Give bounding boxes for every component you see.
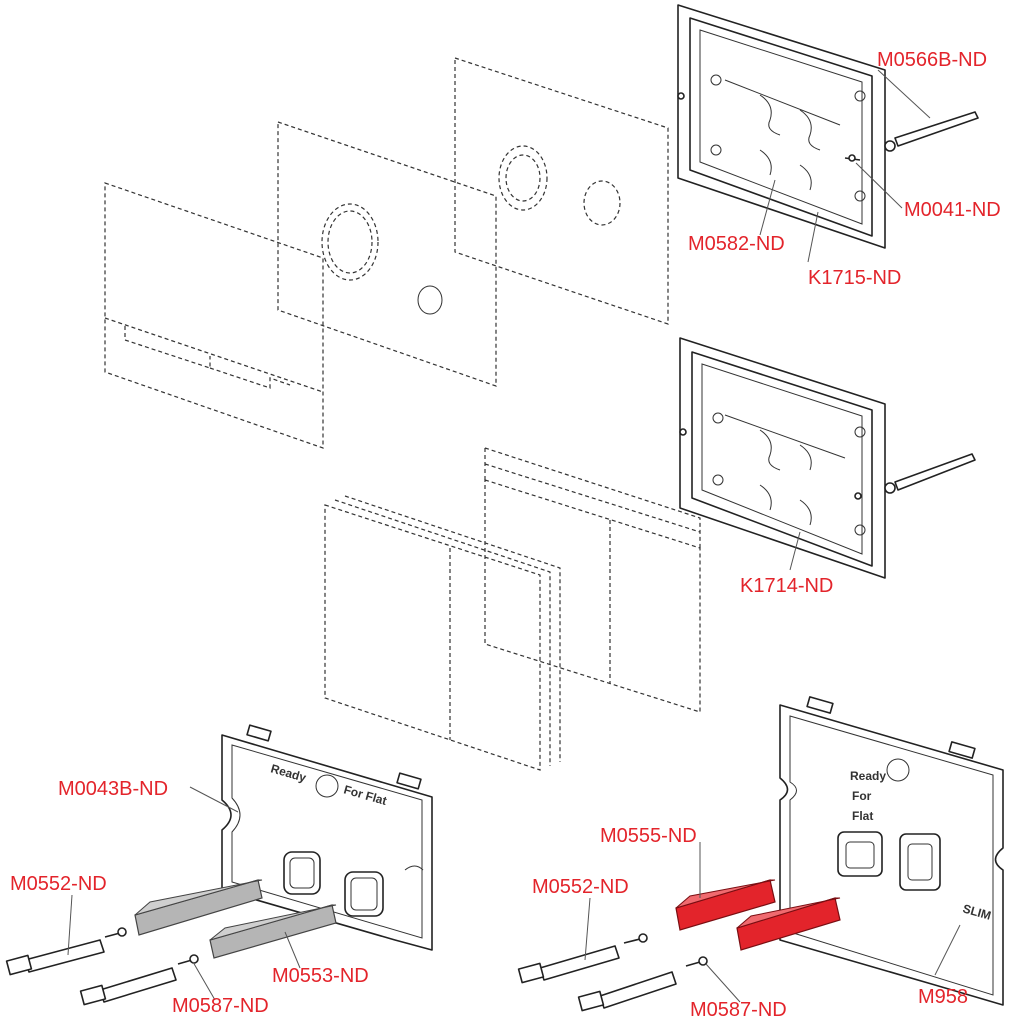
dashed-plate-middle-top [277,121,497,387]
bolt-right-lower [577,971,677,1012]
rod-middle [884,453,976,494]
label-m0587-right: M0587-ND [690,999,787,1021]
screw-m0587-left [177,954,199,965]
bolt-m0552-left [5,939,105,976]
label-m0587-left: M0587-ND [172,995,269,1017]
label-m0552-right: M0552-ND [532,876,629,898]
embossed-for-vertical: For [852,789,872,803]
comb-m0555-lower [736,897,841,951]
label-m0566b: M0566B-ND [877,49,987,71]
screw-small-right-1 [623,933,648,944]
comb-m0555-upper [675,879,776,931]
bolt-left-lower [79,967,177,1006]
screw-left-middle [679,428,687,436]
screw-small-left-1 [104,927,127,938]
label-k1714: K1714-ND [740,575,833,597]
comb-m0553 [209,904,337,959]
comb-left-upper [134,879,263,936]
rod-m0566b [884,111,979,152]
screw-right-middle [854,492,862,500]
frame-k1715 [677,4,886,249]
label-m0582: M0582-ND [688,233,785,255]
dashed-plate-front-top [104,182,324,449]
label-m0041: M0041-ND [904,199,1001,221]
label-m0552-left: M0552-ND [10,873,107,895]
screw-m0041 [844,154,861,162]
bracket-m958 [779,696,1004,1006]
dashed-plate-back-middle [484,447,701,713]
bracket-m0043b [221,724,433,951]
screw-m0587-right [685,956,708,967]
leader-lines [67,69,961,1003]
label-m958: M958 [918,986,968,1008]
label-m0553: M0553-ND [272,965,369,987]
embossed-flat-vertical: Flat [852,809,873,823]
frame-k1714 [679,337,886,579]
embossed-ready-vertical: Ready [850,769,886,783]
label-m0043b: M0043B-ND [58,778,168,800]
dashed-plate-back-top [454,57,669,325]
screw-left-top [677,92,685,100]
label-m0555: M0555-ND [600,825,697,847]
label-k1715: K1715-ND [808,267,901,289]
bolt-m0552-right [517,945,620,984]
dashed-plate-front-middle [324,495,561,771]
